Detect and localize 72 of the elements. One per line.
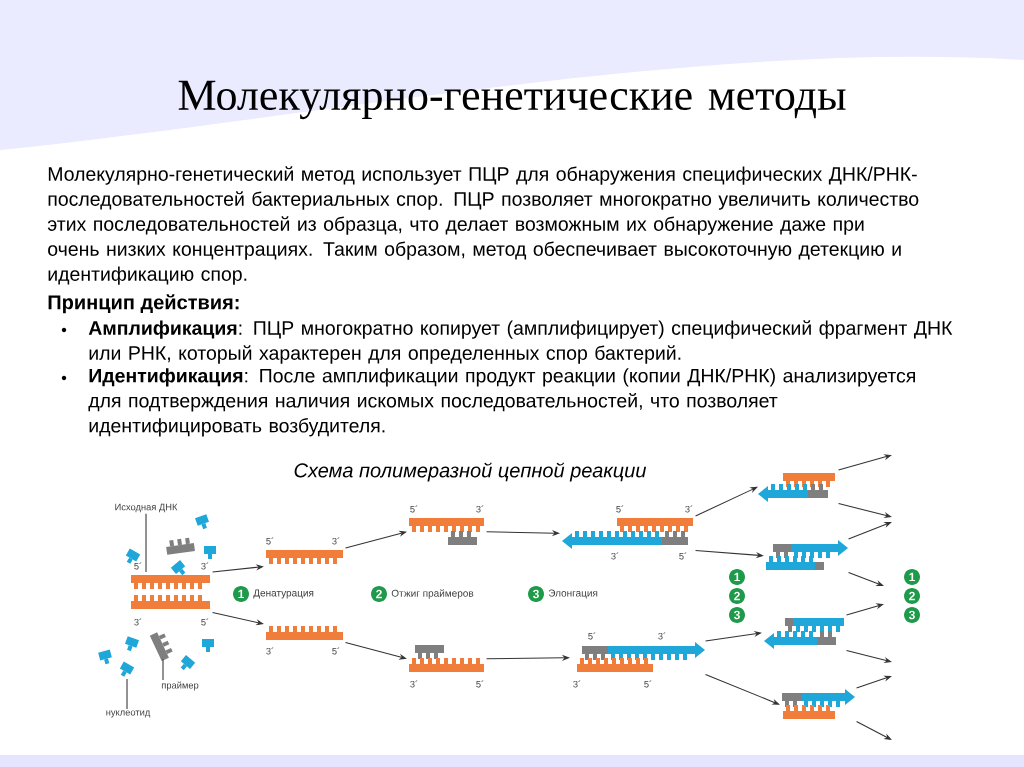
leader-line: [162, 658, 164, 681]
end-label: 5´: [266, 537, 274, 545]
step-number: 1: [904, 569, 920, 585]
step-number: 2: [904, 588, 920, 604]
arrow: [838, 454, 892, 471]
part-label: праймер: [161, 681, 199, 691]
end-label: 3´: [658, 632, 666, 640]
end-label: 3´: [573, 680, 581, 688]
arrow: [345, 530, 407, 549]
end-label: 3´: [476, 505, 484, 513]
end-label: 5´: [410, 505, 418, 513]
step-number: 3: [528, 586, 544, 602]
arrow: [838, 503, 892, 518]
end-label: 5´: [332, 647, 340, 655]
dna-strand-drawing: [758, 473, 835, 502]
end-label: 5´: [588, 632, 596, 640]
step-number: 3: [904, 607, 920, 623]
arrow: [486, 654, 570, 661]
step-number: 1: [233, 586, 249, 602]
paragraph: Молекулярно-генетический метод использует ПЦР для обнаружения специфических ДНК/РНК-последовательностей бактериальных спор. ПЦР позволяет многократно увеличить количество этих последовательностей из образца, что делает возможным их обнаружение даже при очень низких концентрациях. Таким образом, метод обеспечивает высокоточную детекцию и идентификацию спор.: [47, 166, 919, 285]
step-number: 1: [729, 569, 745, 585]
dna-strand: [266, 550, 343, 564]
dna-strand-drawing: [409, 645, 484, 672]
arrow: [848, 572, 884, 586]
end-label: 5´: [476, 680, 484, 688]
part-label: нуклеотид: [106, 710, 151, 718]
leader-line: [126, 678, 128, 710]
arrow: [212, 564, 264, 573]
title: Молекулярно-генетические методы: [178, 80, 846, 120]
end-label: 3´: [332, 537, 340, 545]
arrow: [846, 650, 892, 663]
end-label: 5´: [616, 505, 624, 513]
arrow: [856, 675, 892, 689]
dna-strand-drawing: [562, 518, 693, 549]
step-number: 3: [729, 607, 745, 623]
arrow: [848, 522, 892, 540]
arrow: [856, 721, 892, 740]
end-label: 3´: [201, 562, 209, 570]
primer-drawing: [149, 632, 173, 662]
nucleotide-drawing: [119, 661, 135, 677]
dna-strand-drawing: [766, 540, 848, 570]
end-label: 5´: [644, 680, 652, 688]
arrow: [705, 630, 762, 642]
dna-strand-drawing: [782, 689, 855, 719]
end-label: 3´: [134, 618, 142, 626]
bullet-text: Идентификация: После амплификации продукт реакции (копии ДНК/РНК) анализируется для подтверждения наличия искомых последовательностей, что позволяет идентифицировать возбудителя.: [88, 368, 915, 437]
step-label: Элонгация: [548, 589, 598, 599]
dna-strand-drawing: [764, 618, 844, 649]
end-label: 5´: [134, 562, 142, 570]
bullet-text: Амплификация: ПЦР многократно копирует (амплифицирует) специфический фрагмент ДНК или РНК, который характерен для определенных спор бактерий.: [88, 320, 953, 364]
step-label: Отжиг праймеров: [391, 589, 474, 599]
step-number: 2: [729, 588, 745, 604]
heading: Принцип действия:: [48, 294, 239, 314]
end-label: 3´: [410, 680, 418, 688]
arrow: [705, 674, 780, 705]
dna-strand-drawing: [577, 642, 705, 672]
end-label: 3´: [611, 552, 619, 560]
step-label: Денатурация: [253, 589, 314, 599]
end-label: 5´: [201, 618, 209, 626]
end-label: 3´: [266, 647, 274, 655]
dna-strand-drawing: [409, 518, 484, 545]
step-number: 2: [371, 586, 387, 602]
caption: Схема полимеразной цепной реакции: [294, 462, 647, 482]
arrow: [345, 642, 407, 660]
arrow: [846, 603, 884, 616]
leader-line: [145, 513, 147, 573]
end-label: 5´: [679, 552, 687, 560]
end-label: 3´: [685, 505, 693, 513]
part-label: Исходная ДНК: [115, 503, 178, 513]
dna-strand: [266, 626, 343, 640]
dna-strand-drawing: [131, 575, 210, 609]
arrow: [695, 486, 758, 517]
